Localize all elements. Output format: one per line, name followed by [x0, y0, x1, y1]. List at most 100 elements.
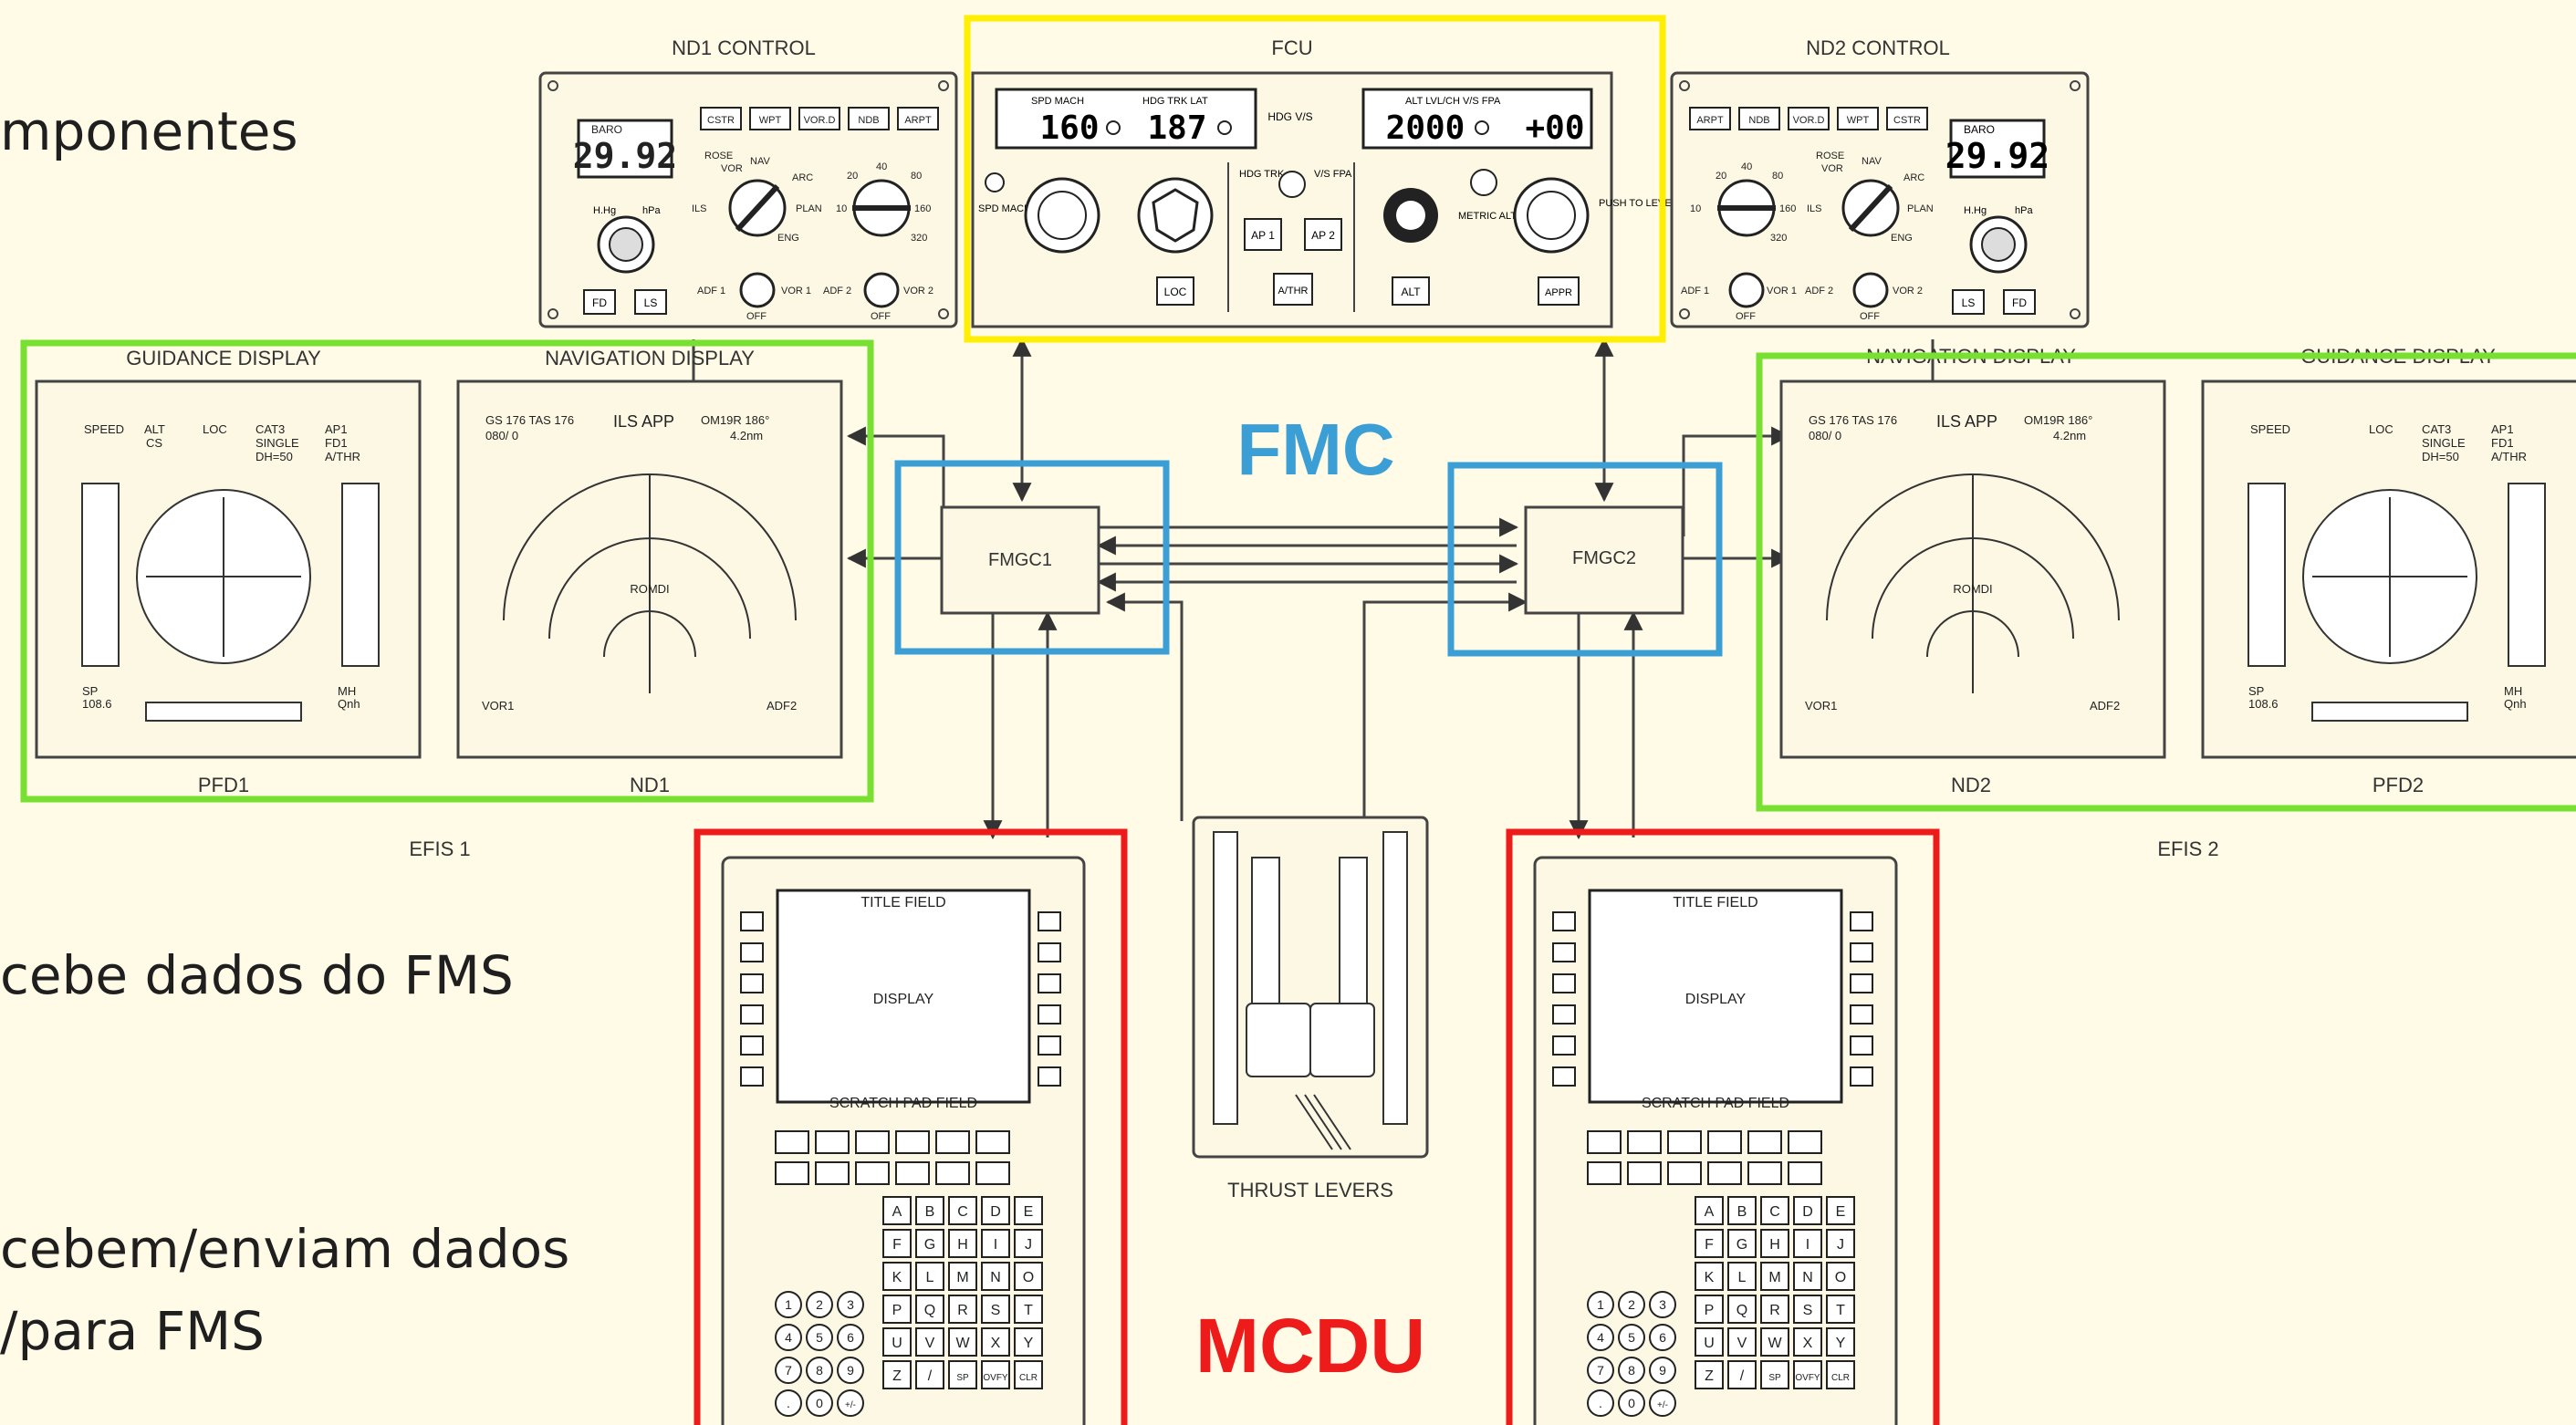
- mcdu-line-select-key: [1851, 974, 1872, 993]
- svg-text:LS: LS: [1962, 296, 1976, 309]
- svg-text:LS: LS: [644, 296, 658, 309]
- mcdu-line-select-key: [1038, 1036, 1060, 1055]
- mcdu-digit-key-label: 7: [785, 1363, 792, 1378]
- svg-text:ENG: ENG: [1891, 233, 1913, 244]
- svg-text:320: 320: [1770, 233, 1787, 244]
- nd2-label: ND2: [1951, 774, 1991, 796]
- svg-text:GS 176 TAS 176: GS 176 TAS 176: [485, 413, 574, 427]
- mcdu-function-key: [896, 1162, 929, 1184]
- mcdu-letter-key-label: H: [957, 1237, 968, 1253]
- spd-knob: [1026, 179, 1099, 252]
- guidance-display-label: GUIDANCE DISPLAY: [126, 347, 321, 369]
- nd2-control-title: ND2 CONTROL: [1806, 36, 1950, 59]
- svg-text:A/THR: A/THR: [2491, 450, 2527, 463]
- mcdu-line-select-key: [1851, 912, 1872, 931]
- mcdu-letter-key-label: K: [892, 1270, 902, 1285]
- mcdu-letter-key-label: Q: [924, 1303, 935, 1318]
- mcdu-letter-key-label: R: [1769, 1303, 1780, 1318]
- efis2-group: NAVIGATION DISPLAY GUIDANCE DISPLAY GS 1…: [1759, 345, 2576, 860]
- svg-text:VOR 1: VOR 1: [1767, 286, 1797, 296]
- mcdu-digit-key-label: 1: [1597, 1297, 1604, 1312]
- svg-text:TITLE FIELD: TITLE FIELD: [860, 895, 945, 910]
- svg-text:FD: FD: [2012, 296, 2027, 309]
- mcdu-digit-key-label: 9: [847, 1363, 854, 1378]
- mcdu-function-key: [1588, 1162, 1621, 1184]
- mcdu-letter-key-label: B: [1737, 1204, 1747, 1220]
- mcdu-line-select-key: [1851, 1036, 1872, 1055]
- mcdu-function-key: [1748, 1131, 1781, 1153]
- fmgc2-block: FMGC2: [1451, 465, 1719, 653]
- svg-text:ENG: ENG: [777, 233, 799, 244]
- mcdu-line-select-key: [1851, 943, 1872, 962]
- mcdu-letter-key-label: Z: [1705, 1368, 1714, 1384]
- svg-text:ARPT: ARPT: [904, 115, 932, 126]
- mcdu-function-key: [896, 1131, 929, 1153]
- svg-text:OFF: OFF: [1860, 311, 1880, 322]
- fcu-title: FCU: [1271, 36, 1312, 59]
- svg-text:LOC: LOC: [203, 422, 227, 436]
- svg-text:MH: MH: [2504, 684, 2522, 698]
- mcdu-digit-key-label: .: [787, 1396, 790, 1410]
- mcdu-letter-key-label: H: [1769, 1237, 1780, 1253]
- svg-text:SCRATCH PAD FIELD: SCRATCH PAD FIELD: [829, 1096, 977, 1111]
- svg-text:ADF2: ADF2: [2090, 699, 2120, 712]
- baro-value: 29.92: [573, 136, 677, 176]
- svg-text:160: 160: [1779, 203, 1796, 214]
- svg-text:SP: SP: [2248, 684, 2264, 698]
- mcdu-letter-key-label: S: [1803, 1303, 1813, 1318]
- svg-text:METRIC ALT: METRIC ALT: [1458, 211, 1517, 222]
- mcdu-line-select-key: [741, 912, 763, 931]
- svg-text:NAV: NAV: [750, 156, 770, 167]
- mcdu-letter-key-label: A: [1705, 1204, 1715, 1220]
- mcdu-letter-key-label: M: [956, 1270, 968, 1285]
- svg-text:ARPT: ARPT: [1696, 115, 1724, 126]
- svg-text:CS: CS: [146, 436, 162, 450]
- svg-text:SINGLE: SINGLE: [256, 436, 299, 450]
- vs-knob: [1515, 179, 1588, 252]
- svg-text:40: 40: [1741, 161, 1752, 172]
- mcdu-digit-key-label: 0: [816, 1396, 823, 1410]
- svg-text:DISPLAY: DISPLAY: [1685, 992, 1747, 1007]
- mcdu-line-select-key: [1038, 974, 1060, 993]
- mcdu-function-key: [976, 1131, 1009, 1153]
- svg-text:ALT: ALT: [1401, 286, 1421, 298]
- mcdu-function-key: [1668, 1162, 1701, 1184]
- svg-text:40: 40: [876, 161, 887, 172]
- mcdu-letter-key-label: V: [1737, 1336, 1747, 1351]
- svg-text:A/THR: A/THR: [325, 450, 360, 463]
- svg-text:VOR 2: VOR 2: [903, 286, 933, 296]
- svg-text:SP: SP: [82, 684, 98, 698]
- mcdu-letter-key-label: I: [1806, 1237, 1809, 1253]
- mcdu-letter-key-label: C: [957, 1204, 968, 1220]
- mcdu-line-select-key: [1851, 1067, 1872, 1086]
- mcdu-letter-key-label: Q: [1736, 1303, 1747, 1318]
- svg-text:20: 20: [1716, 171, 1726, 182]
- mcdu-letter-key-label: J: [1837, 1237, 1844, 1253]
- mcdu-line-select-key: [1038, 1067, 1060, 1086]
- mcdu-function-key: [816, 1162, 849, 1184]
- svg-text:ARC: ARC: [792, 172, 813, 183]
- mcdu-letter-key-label: K: [1705, 1270, 1715, 1285]
- mcdu-letter-key-label: P: [892, 1303, 902, 1318]
- mcdu-digit-key-label: 1: [785, 1297, 792, 1312]
- svg-text:PLAN: PLAN: [1907, 203, 1934, 214]
- svg-text:OM19R 186°: OM19R 186°: [701, 413, 769, 427]
- svg-text:MH: MH: [338, 684, 356, 698]
- mcdu-letter-key-label: Z: [892, 1368, 902, 1384]
- svg-text:108.6: 108.6: [82, 697, 112, 711]
- svg-text:VOR.D: VOR.D: [1793, 115, 1825, 126]
- mcdu-letter-key-label: D: [990, 1204, 1001, 1220]
- svg-text:DH=50: DH=50: [256, 450, 293, 463]
- svg-text:hPa: hPa: [2015, 205, 2033, 216]
- mcdu-digit-key-label: 8: [816, 1363, 823, 1378]
- svg-text:HDG V/S: HDG V/S: [1267, 110, 1312, 123]
- mcdu-function-key: [776, 1162, 808, 1184]
- mcdu-letter-key-label: X: [1803, 1336, 1813, 1351]
- svg-text:NDB: NDB: [1748, 115, 1769, 126]
- mcdu-line-select-key: [741, 1036, 763, 1055]
- mcdu-function-key: [936, 1131, 969, 1153]
- svg-text:AP1: AP1: [2491, 422, 2514, 436]
- svg-text:CAT3: CAT3: [256, 422, 285, 436]
- mcdu-letter-key-label: V: [925, 1336, 935, 1351]
- mcdu-letter-key-label: F: [892, 1237, 902, 1253]
